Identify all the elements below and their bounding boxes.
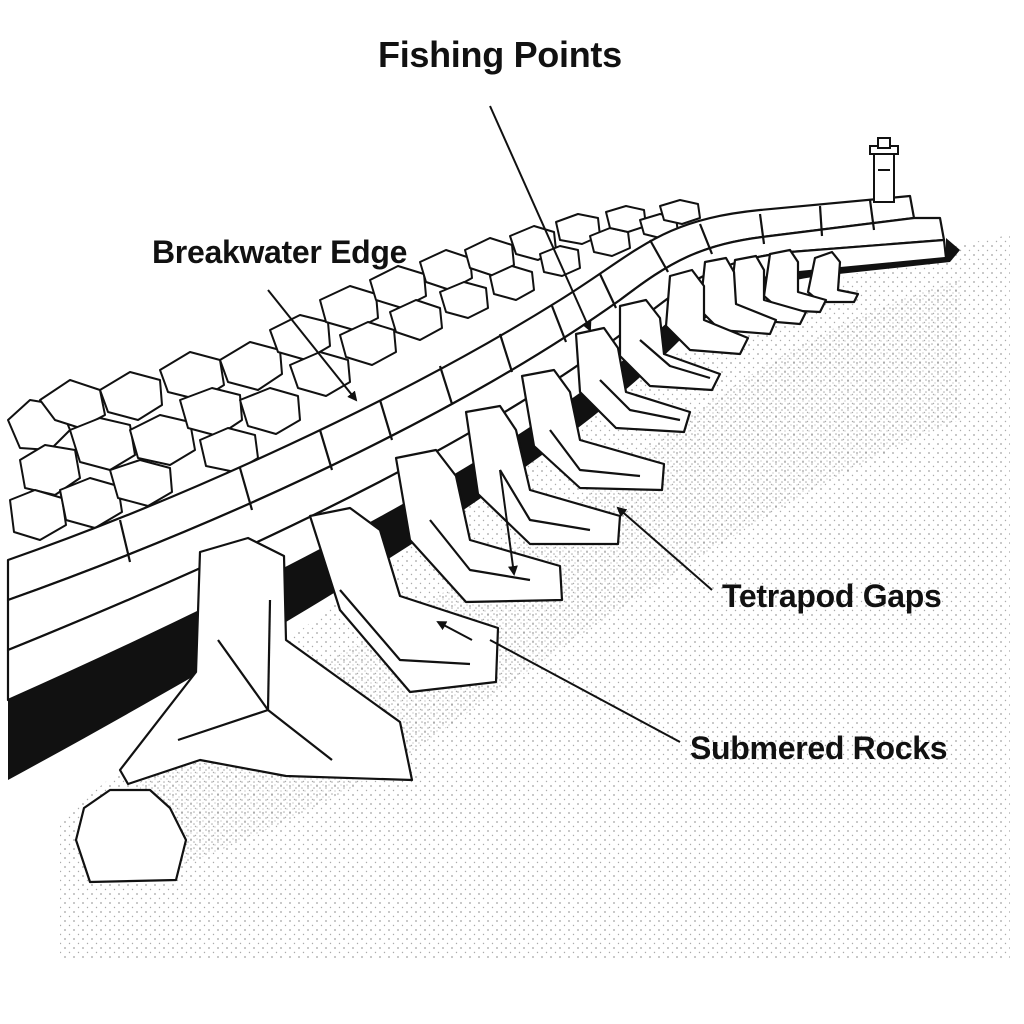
tetrapod-gaps-label: Tetrapod Gaps	[722, 578, 942, 614]
fishing-points-leader	[489, 105, 592, 332]
fishing-points-label: Fishing Points	[378, 34, 622, 75]
rubble-rocks	[7, 199, 701, 541]
submerged-rocks-label: Submered Rocks	[690, 730, 948, 766]
tetrapod-gaps-leader	[616, 506, 713, 591]
lighthouse	[869, 137, 899, 203]
submerged-rocks-arrow	[436, 621, 473, 641]
breakwater-edge-leader	[267, 289, 358, 402]
submerged-rocks-leader	[489, 639, 681, 743]
breakwater-edge-label: Breakwater Edge	[152, 234, 408, 270]
tetrapod-gap-arrow	[499, 469, 518, 576]
leader-lines	[267, 105, 713, 743]
